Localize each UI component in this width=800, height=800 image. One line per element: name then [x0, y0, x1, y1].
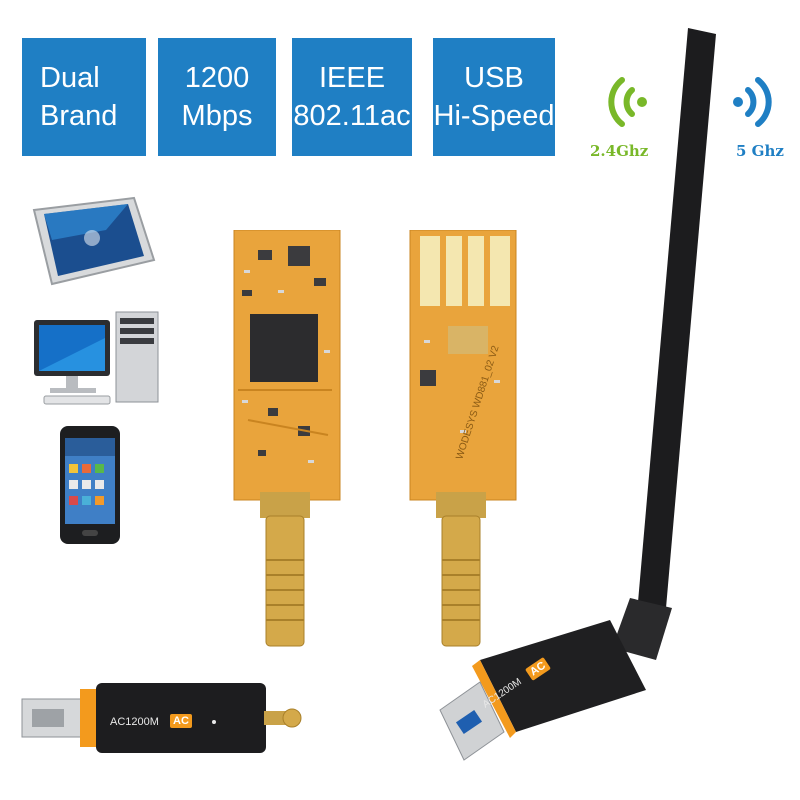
- badge-line: Hi-Speed: [433, 100, 555, 132]
- wifi-ac-badge-bottom: AC: [170, 714, 192, 728]
- usb-wifi-adapter-with-antenna-image: [439, 28, 716, 761]
- wifi-5ghz-icon: [733, 77, 772, 127]
- badge-line: Dual: [40, 62, 100, 94]
- feature-badge-usb: USB Hi-Speed: [433, 38, 555, 156]
- tablet-device-image: [32, 196, 156, 286]
- pcb-front-image: [233, 230, 341, 647]
- model-label-bottom: AC1200M: [110, 716, 159, 728]
- badge-line: USB: [464, 62, 524, 94]
- badge-line: 802.11ac: [293, 100, 411, 132]
- usb-wifi-adapter-horizontal-image: [21, 683, 302, 753]
- pcb-back-image: WODESYS WD881_02 V2: [409, 230, 517, 647]
- feature-badge-speed: 1200 Mbps: [158, 38, 276, 156]
- badge-line: 1200: [184, 62, 250, 94]
- badge-line: Mbps: [181, 100, 253, 132]
- feature-badge-dual-brand: Dual Brand: [22, 38, 146, 156]
- band-5ghz-label: 5 Ghz: [736, 142, 784, 160]
- feature-badge-standard: IEEE 802.11ac: [292, 38, 412, 156]
- desktop-computer-image: [34, 311, 159, 405]
- wifi-2-4ghz-icon: [608, 77, 647, 127]
- badge-line: Brand: [40, 100, 118, 132]
- badge-line: IEEE: [318, 62, 386, 94]
- smartphone-image: [60, 426, 120, 544]
- band-2-4ghz-label: 2.4Ghz: [590, 142, 649, 160]
